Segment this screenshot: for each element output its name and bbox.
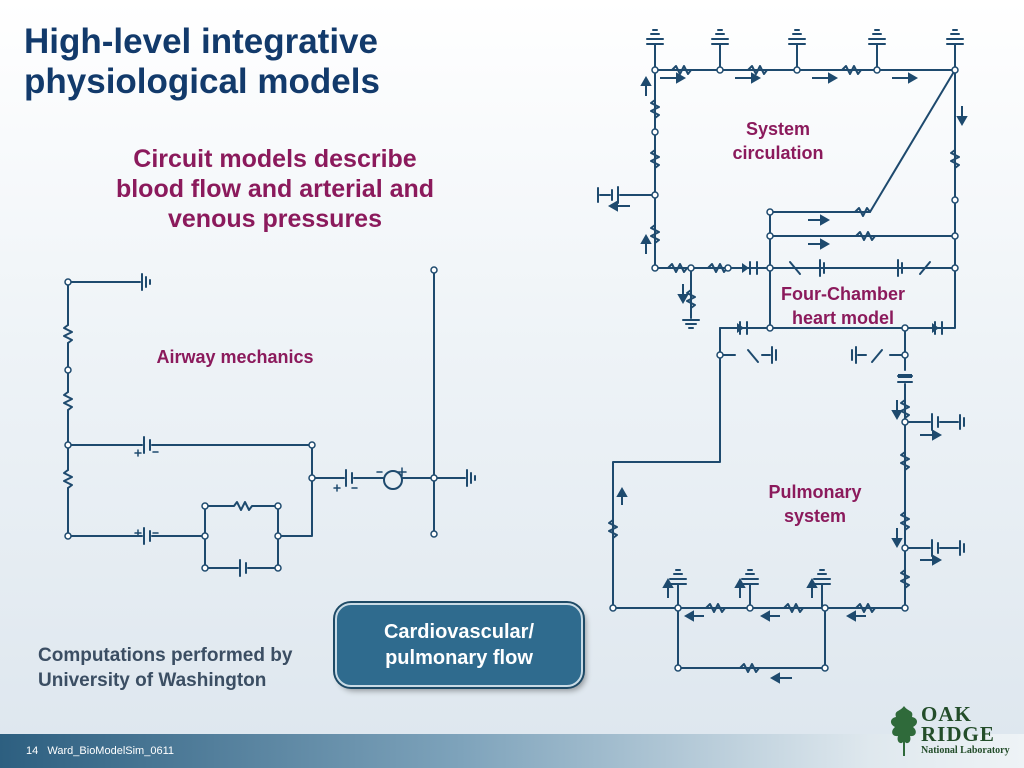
subtitle-line-3: venous pressures xyxy=(168,205,382,233)
system-label-line-2: circulation xyxy=(732,143,824,163)
slide-subtitle: Circuit models describe blood flow and a… xyxy=(84,144,466,234)
footer-bar xyxy=(0,734,1024,768)
flow-arrows xyxy=(607,72,968,684)
pulmonary-label-line-1: Pulmonary xyxy=(768,482,862,502)
system-capacitors xyxy=(646,29,964,71)
computations-note: Computations performed by University of … xyxy=(38,643,292,693)
callout-line-2: pulmonary flow xyxy=(385,647,533,669)
note-line-1: Computations performed by xyxy=(38,645,293,666)
heart-circuit xyxy=(719,267,956,383)
airway-circuit xyxy=(63,269,476,577)
logo-word-ridge: RIDGE xyxy=(921,722,995,746)
airway-mechanics-label: Airway mechanics xyxy=(156,347,314,367)
cardiovascular-callout: Cardiovascular/ pulmonary flow xyxy=(335,603,583,687)
slide-number: 14 xyxy=(26,745,39,757)
logo-word-national-laboratory: National Laboratory xyxy=(921,745,1010,756)
slide-title-line-2: physiological models xyxy=(24,62,380,101)
circulation-nodes xyxy=(609,66,959,672)
subtitle-line-1: Circuit models describe xyxy=(133,145,417,173)
system-label-line-1: System xyxy=(745,119,811,139)
slide-title: High-level integrative physiological mod… xyxy=(24,22,380,102)
oak-ridge-logo: OAK RIDGE National Laboratory xyxy=(888,700,1016,762)
heart-label-line-1: Four-Chamber xyxy=(780,284,905,304)
oak-leaf-icon xyxy=(890,706,918,756)
heart-model-label: Four-Chamber heart model xyxy=(770,282,916,330)
logo-word-oak: OAK xyxy=(921,702,972,726)
pulmonary-circuit xyxy=(608,354,965,673)
footer-code: Ward_BioModelSim_0611 xyxy=(47,745,174,757)
valves xyxy=(737,263,939,378)
pulmonary-label-line-2: system xyxy=(783,506,847,526)
system-circulation-label: System circulation xyxy=(718,117,838,165)
slide-title-line-1: High-level integrative xyxy=(24,22,378,61)
note-line-2: University of Washington xyxy=(38,670,267,691)
footer-text: 14 Ward_BioModelSim_0611 xyxy=(26,745,174,757)
subtitle-line-2: blood flow and arterial and xyxy=(115,175,435,203)
pulmonary-system-label: Pulmonary system xyxy=(750,480,880,528)
heart-label-line-2: heart model xyxy=(791,308,895,328)
callout-line-1: Cardiovascular/ xyxy=(383,621,535,643)
